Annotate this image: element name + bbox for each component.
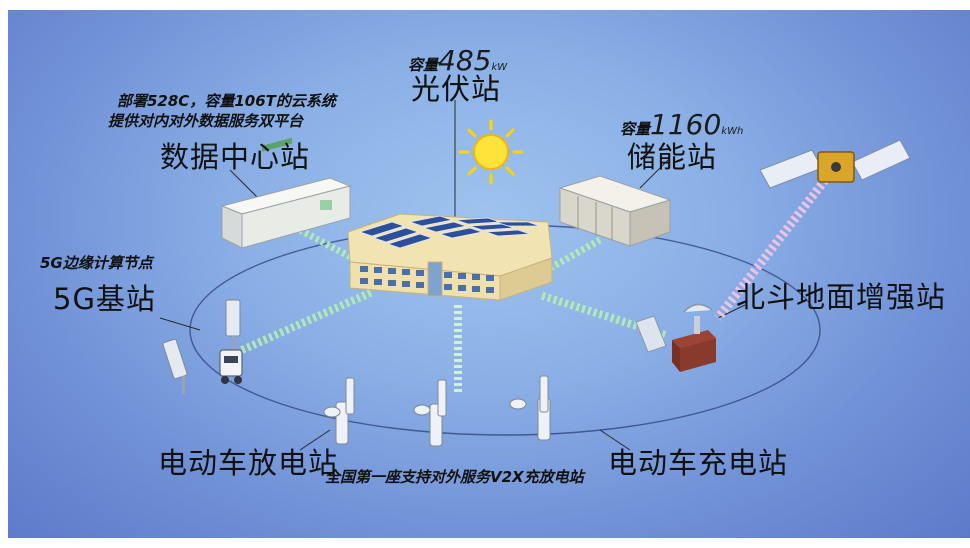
charger-pile-icons (323, 375, 551, 447)
leader-line-datacenter (229, 169, 259, 199)
datacenter-desc-line2: 提供对内对外数据服务双平台 (108, 112, 304, 130)
central-building-icon (347, 213, 553, 301)
robot-icon (219, 349, 243, 384)
charge-station-label: 电动车充电站 (608, 446, 789, 480)
leader-line-base (159, 317, 201, 331)
storage-capacity-number: 1160 (650, 108, 722, 141)
bottom-border (0, 538, 970, 548)
pv-capacity-label: 容量485kW (408, 44, 507, 77)
datacenter-desc-line1: 部署528C，容量106T的云系统 (117, 92, 336, 110)
base-station-label: 5G基站 (53, 282, 156, 316)
base-station-desc: 5G边缘计算节点 (40, 254, 153, 272)
pv-capacity-unit: kW (491, 62, 508, 73)
datacenter-station-label: 数据中心站 (160, 140, 311, 174)
pv-capacity-prefix: 容量 (408, 56, 439, 74)
top-border (0, 0, 970, 10)
beidou-ground-station-icon (635, 303, 716, 372)
discharge-station-label: 电动车放电站 (158, 446, 339, 480)
pv-station-label: 光伏站 (411, 72, 502, 106)
storage-capacity-unit: kWh (721, 126, 744, 137)
sun-icon (458, 119, 524, 185)
satellite-icon (759, 139, 911, 189)
left-border (0, 0, 8, 548)
leader-line-charge (599, 429, 631, 451)
leader-line-discharge (299, 429, 331, 451)
green-beam-storage (548, 236, 602, 272)
beidou-station-label: 北斗地面增强站 (736, 280, 947, 314)
storage-capacity-prefix: 容量 (620, 120, 651, 138)
storage-container-icon (558, 175, 672, 247)
green-beam-beidou (538, 291, 667, 339)
footer-caption: 全国第一座支持对外服务V2X充放电站 (325, 468, 584, 486)
storage-capacity-label: 容量1160kWh (620, 108, 743, 141)
green-beam-base (240, 288, 374, 354)
pv-capacity-number: 485 (438, 44, 492, 77)
leader-line-storage (639, 159, 669, 189)
storage-station-label: 储能站 (627, 140, 718, 174)
pink-beam-satellite (714, 177, 829, 321)
datacenter-container-icon (220, 137, 352, 249)
